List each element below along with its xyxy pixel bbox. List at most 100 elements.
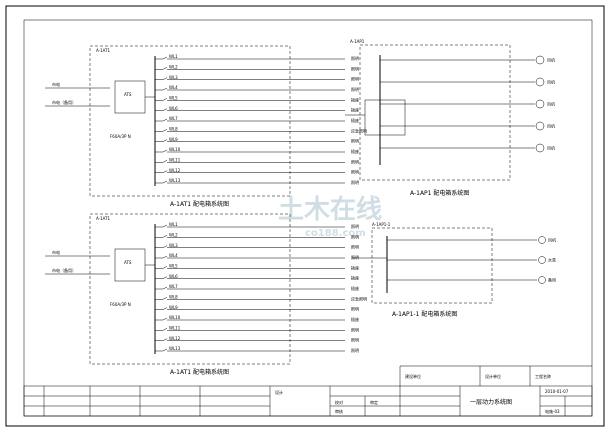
sheet-frame [5, 5, 605, 427]
breaker-symbol [162, 317, 168, 321]
motor-symbol [535, 77, 545, 87]
load-label: 照明 [351, 327, 359, 332]
tb-project-title: 一层动力系统图 [470, 398, 512, 406]
feeder-label: WL6 [169, 274, 178, 279]
load-label: 照明 [351, 348, 359, 353]
load-label: 风机 [547, 57, 555, 63]
motor-symbol [538, 236, 546, 244]
load-label: 插座 [351, 148, 359, 154]
spd-label: F60A/3P N [110, 302, 131, 307]
load-label: 照明 [351, 139, 359, 144]
breaker-symbol [162, 348, 168, 352]
load-label: 插座 [351, 275, 359, 281]
breaker-symbol [162, 139, 168, 142]
feeder-label: WL11 [169, 326, 181, 331]
load-label: 插座 [351, 316, 359, 322]
load-label: 插座 [351, 117, 359, 123]
feeder-label: WL9 [169, 305, 178, 310]
load-label: 应急照明 [351, 127, 367, 133]
load-label: 照明 [351, 77, 359, 82]
motor-symbol [538, 256, 546, 264]
load-label: 照明 [351, 180, 359, 185]
feeder-label: WL12 [169, 168, 181, 173]
motor-symbol [535, 55, 545, 65]
feeder-label: WL7 [169, 284, 178, 289]
feeder-label: WL4 [169, 253, 178, 258]
feeder-label: WL5 [169, 264, 178, 269]
panel-tag: A-1AT1 [96, 48, 111, 53]
load-label: 照明 [351, 255, 359, 260]
panel-caption: A-1AP1 配电箱系统图 [410, 189, 469, 197]
tb-company-2: 设计单位 [485, 373, 501, 379]
feeder-label: WL7 [169, 116, 178, 121]
breaker-symbol [162, 108, 168, 111]
breaker-symbol [162, 224, 168, 228]
breaker-symbol [162, 235, 168, 238]
load-label: 风机 [547, 123, 555, 129]
incoming-label-1: 市电 [52, 81, 60, 87]
load-label: 照明 [351, 66, 359, 71]
breaker-symbol [162, 77, 168, 80]
load-label: 风机 [547, 145, 555, 151]
load-label: 插座 [351, 107, 359, 113]
tb-sheet-no: 电施-03 [545, 408, 560, 414]
motor-symbol [535, 99, 545, 109]
load-label: 应急照明 [351, 295, 367, 301]
breaker-symbol [162, 149, 168, 153]
tb-sign-3: 审核 [335, 408, 343, 414]
load-label: 风机 [547, 101, 555, 107]
breaker-symbol [162, 266, 168, 269]
feeder-label: WL12 [169, 336, 181, 341]
load-label: 照明 [351, 234, 359, 239]
motor-symbol [538, 276, 546, 284]
breaker-symbol [162, 328, 168, 331]
tb-sign-1: 设计 [275, 389, 283, 395]
spd-label: F60A/3P N [110, 134, 131, 139]
breaker-symbol [162, 87, 168, 91]
ats-box [114, 80, 146, 114]
feeder-label: WL8 [169, 295, 178, 300]
panel-caption: A-1AP1-1 配电箱系统图 [392, 310, 457, 318]
breaker-symbol [162, 286, 168, 290]
panel-caption: A-1AT1 配电箱系统图 [170, 368, 229, 376]
breaker-symbol [162, 338, 168, 341]
meter-box [364, 99, 406, 136]
tb-company-3: 工程名称 [535, 373, 551, 379]
load-label: 风机 [548, 237, 556, 243]
feeder-label: WL3 [169, 75, 178, 80]
breaker-symbol [162, 180, 168, 184]
incoming-label-1: 市电 [52, 249, 60, 255]
incoming-label-2: 市电（备用） [52, 99, 76, 105]
breaker-symbol [162, 67, 168, 70]
feeder-label: WL4 [169, 85, 178, 90]
feeder-label: WL13 [169, 178, 181, 183]
breaker-symbol [162, 160, 168, 163]
feeder-label: WL13 [169, 346, 181, 351]
breaker-symbol [162, 170, 168, 173]
breaker-symbol [162, 255, 168, 259]
load-label: 照明 [351, 245, 359, 250]
feeder-label: WL10 [169, 315, 181, 320]
watermark: 土木在线 co188.com [278, 195, 382, 239]
breaker-symbol [162, 129, 168, 132]
panel-tag: A-1AP1 [350, 39, 365, 44]
feeder-label: WL6 [169, 106, 178, 111]
load-label: 照明 [351, 338, 359, 343]
feeder-label: WL10 [169, 147, 181, 152]
panel-boundary [359, 44, 511, 181]
tb-date: 2010-01-07 [545, 389, 569, 394]
load-label: 照明 [351, 56, 359, 61]
feeder-label: WL2 [169, 233, 178, 238]
ats-label: ATS [124, 260, 132, 265]
feeder-label: WL3 [169, 243, 178, 248]
feeder-label: WL5 [169, 96, 178, 101]
incoming-label-2: 市电（备用） [52, 267, 76, 273]
panel-tag: A-1AP1-1 [372, 222, 391, 227]
load-label: 插座 [351, 96, 359, 102]
motor-symbol [535, 143, 545, 153]
feeder-label: WL9 [169, 137, 178, 142]
